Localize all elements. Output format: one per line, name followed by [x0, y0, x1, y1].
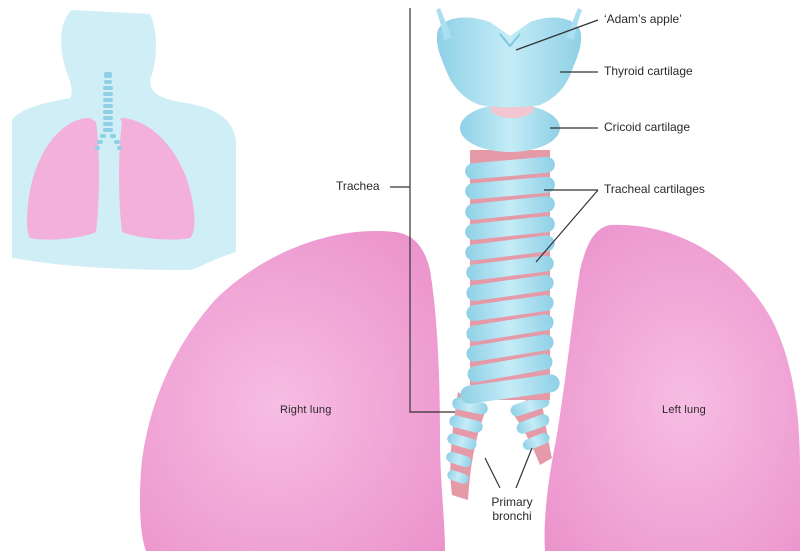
leader-bronchi-2	[516, 448, 532, 488]
thyroid-cartilage	[437, 17, 581, 107]
right-lung	[140, 231, 445, 551]
left-lung	[545, 225, 800, 551]
trachea-tube	[459, 150, 561, 405]
label-primary-bronchi-line1: Primary	[482, 495, 542, 509]
label-primary-bronchi-line2: bronchi	[482, 509, 542, 523]
label-cricoid-cartilage: Cricoid cartilage	[604, 120, 690, 134]
label-tracheal-cartilages: Tracheal cartilages	[604, 182, 705, 196]
label-trachea: Trachea	[336, 179, 380, 193]
inset-figure	[12, 10, 236, 270]
label-right-lung: Right lung	[280, 404, 332, 416]
label-adams-apple: ‘Adam’s apple’	[604, 12, 682, 26]
label-left-lung: Left lung	[662, 404, 706, 416]
label-primary-bronchi: Primary bronchi	[482, 495, 542, 523]
label-thyroid-cartilage: Thyroid cartilage	[604, 64, 693, 78]
leader-bronchi-1	[485, 458, 500, 488]
